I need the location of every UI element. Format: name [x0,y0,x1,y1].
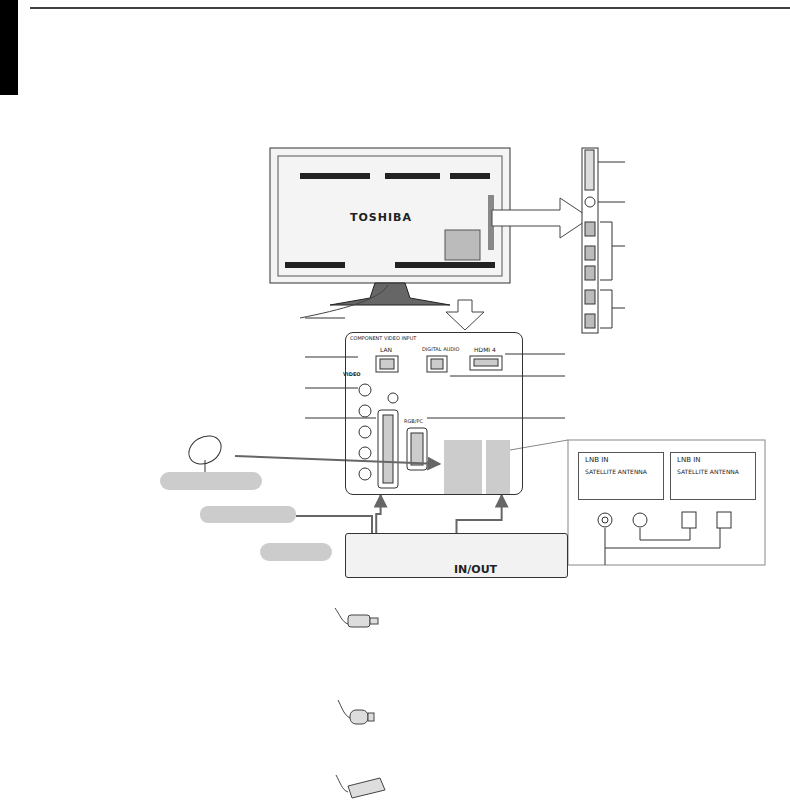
cable-icon [335,608,385,798]
connector-details [359,356,510,495]
tv-back [270,148,510,318]
brand-logo: TOSHIBA [350,212,412,224]
port-label: DIGITAL AUDIO [422,347,459,353]
port-label: LAN [380,347,392,354]
header-rule [30,7,790,9]
page-tab [0,0,18,95]
connector-panel: COMPONENT VIDEO INPUT LAN DIGITAL AUDIO HDM… [345,332,523,495]
antenna-panel: LNB IN SATELLITE ANTENNA [670,452,756,500]
satellite-dish [184,430,226,475]
port-label: IN/OUT [454,564,497,576]
port-label: COMPONENT VIDEO INPUT [350,336,416,342]
zoom-arrow [492,198,590,238]
cable [376,495,380,533]
port-label: LNB IN [677,457,700,465]
cable [457,495,502,533]
grey-label [260,543,332,561]
port-label: SATELLITE ANTENNA [677,469,739,476]
antenna-panel: LNB IN SATELLITE ANTENNA [578,452,664,500]
antenna-cable [235,456,440,464]
port-label: VIDEO [343,372,361,378]
grey-label [200,506,296,523]
port-label: HDMI 4 [474,347,496,354]
recorder-box: IN/OUT [345,533,568,578]
side-panel [582,148,625,333]
aerial-cable [296,516,372,533]
zoom-arrow [446,300,484,330]
port-label: SATELLITE ANTENNA [585,469,647,476]
port-label: LNB IN [585,457,608,465]
grey-label [160,472,262,490]
port-label: RGB/PC [404,419,423,425]
leader-line [305,318,565,418]
